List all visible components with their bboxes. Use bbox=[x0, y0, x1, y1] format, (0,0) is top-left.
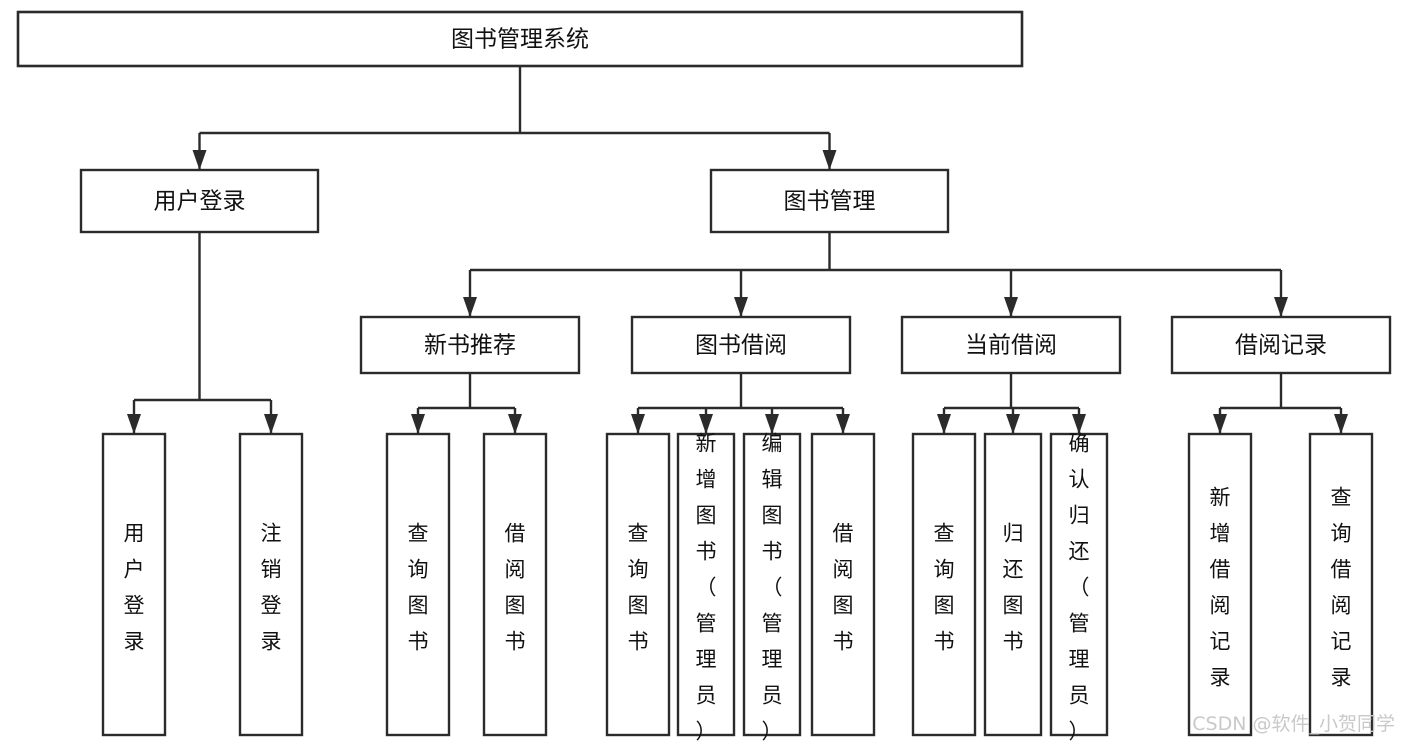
node-leaf-borrow-add[interactable]: 新增图书（管理员） bbox=[676, 432, 736, 744]
node-label: 借阅图书 bbox=[833, 522, 854, 654]
node-label: 查询借阅记录 bbox=[1331, 486, 1352, 690]
node-box bbox=[911, 432, 977, 737]
node-box bbox=[983, 432, 1043, 737]
node-box bbox=[482, 432, 548, 737]
node-label: 查询图书 bbox=[628, 522, 649, 654]
node-box bbox=[1308, 432, 1374, 737]
node-label: 注销登录 bbox=[261, 522, 282, 654]
node-root[interactable]: 图书管理系统 bbox=[16, 10, 1024, 68]
node-leaf-current-query[interactable]: 查询图书 bbox=[911, 432, 977, 737]
node-login[interactable]: 用户登录 bbox=[79, 168, 320, 234]
node-label: 图书借阅 bbox=[695, 333, 787, 359]
node-box bbox=[1187, 432, 1253, 737]
node-layer: 图书管理系统用户登录图书管理新书推荐图书借阅当前借阅借阅记录用户登录注销登录查询… bbox=[16, 10, 1392, 744]
node-label: 确认归还（管理员） bbox=[1069, 432, 1090, 744]
node-leaf-record-query[interactable]: 查询借阅记录 bbox=[1308, 432, 1374, 737]
node-box bbox=[810, 432, 876, 737]
node-label: 图书管理 bbox=[784, 189, 876, 215]
node-leaf-current-return[interactable]: 归还图书 bbox=[983, 432, 1043, 737]
node-box bbox=[630, 315, 852, 375]
node-box bbox=[676, 432, 736, 737]
node-box bbox=[1170, 315, 1392, 375]
node-leaf-borrow-lend[interactable]: 借阅图书 bbox=[810, 432, 876, 737]
node-label: 新增借阅记录 bbox=[1210, 486, 1231, 690]
node-leaf-user-logout[interactable]: 注销登录 bbox=[238, 432, 304, 737]
node-leaf-record-add[interactable]: 新增借阅记录 bbox=[1187, 432, 1253, 737]
node-label: 查询图书 bbox=[408, 522, 429, 654]
node-box bbox=[742, 432, 802, 737]
node-leaf-current-confirm[interactable]: 确认归还（管理员） bbox=[1049, 432, 1109, 744]
node-box bbox=[385, 432, 451, 737]
node-box bbox=[238, 432, 304, 737]
node-borrow[interactable]: 图书借阅 bbox=[630, 315, 852, 375]
node-box bbox=[359, 315, 581, 375]
node-records[interactable]: 借阅记录 bbox=[1170, 315, 1392, 375]
node-label: 借阅记录 bbox=[1235, 333, 1327, 359]
node-leaf-borrow-query[interactable]: 查询图书 bbox=[605, 432, 671, 737]
node-leaf-new-query[interactable]: 查询图书 bbox=[385, 432, 451, 737]
node-leaf-user-login[interactable]: 用户登录 bbox=[101, 432, 167, 737]
node-label: 查询图书 bbox=[934, 522, 955, 654]
node-box bbox=[16, 10, 1024, 68]
node-box bbox=[1049, 432, 1109, 737]
node-newbook[interactable]: 新书推荐 bbox=[359, 315, 581, 375]
node-label: 新书推荐 bbox=[424, 333, 516, 359]
node-bookmgmt[interactable]: 图书管理 bbox=[709, 168, 950, 234]
node-leaf-new-borrow[interactable]: 借阅图书 bbox=[482, 432, 548, 737]
connector-layer bbox=[127, 66, 1348, 434]
csdn-watermark: CSDN @软件_小贺同学 bbox=[1192, 713, 1395, 735]
node-label: 编辑图书（管理员） bbox=[762, 432, 783, 744]
node-label: 借阅图书 bbox=[505, 522, 526, 654]
node-leaf-borrow-edit[interactable]: 编辑图书（管理员） bbox=[742, 432, 802, 744]
node-label: 用户登录 bbox=[124, 522, 145, 654]
node-current[interactable]: 当前借阅 bbox=[900, 315, 1122, 375]
node-box bbox=[900, 315, 1122, 375]
node-label: 图书管理系统 bbox=[451, 27, 589, 53]
node-box bbox=[605, 432, 671, 737]
node-box bbox=[101, 432, 167, 737]
node-box bbox=[709, 168, 950, 234]
node-label: 用户登录 bbox=[154, 189, 246, 215]
node-label: 归还图书 bbox=[1003, 522, 1024, 654]
node-label: 新增图书（管理员） bbox=[696, 432, 717, 744]
node-box bbox=[79, 168, 320, 234]
node-label: 当前借阅 bbox=[965, 333, 1057, 359]
